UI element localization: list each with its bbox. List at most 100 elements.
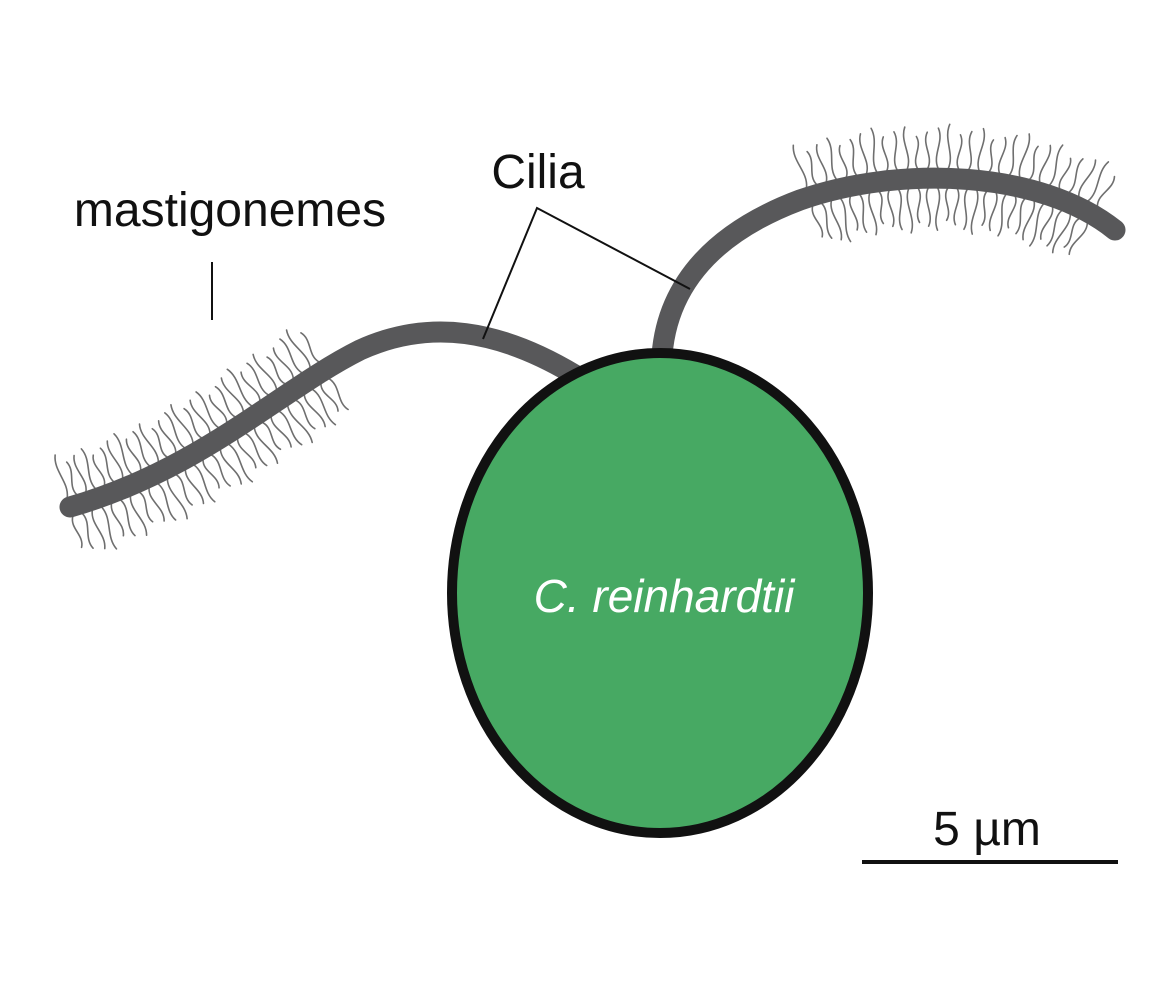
mastigoneme-hair (252, 353, 278, 391)
mastigoneme-hair (1028, 145, 1039, 181)
mastigoneme-hair (184, 469, 205, 505)
mastigoneme-hair (1051, 213, 1072, 254)
mastigoneme-hair (815, 143, 828, 183)
mastigoneme-hair (80, 448, 97, 490)
mastigoneme-hair (71, 515, 83, 549)
mastigoneme-hair (110, 503, 125, 537)
mastigoneme-hair (183, 407, 203, 439)
mastigoneme-hair (1048, 144, 1064, 186)
mastigoneme-hair (236, 438, 257, 469)
mastigoneme-hair (210, 454, 231, 487)
right-cilium (651, 167, 1126, 366)
left-mastigonemes (54, 329, 349, 550)
mastigoneme-hair (228, 443, 254, 483)
mastigoneme-hair (129, 495, 148, 536)
mastigoneme-hair (967, 130, 973, 171)
mastigoneme-hair (1040, 206, 1054, 240)
mastigoneme-hair (859, 193, 868, 233)
mastigoneme-hair (946, 123, 952, 170)
cell-label: C. reinhardtii (534, 570, 797, 622)
mastigoneme-hair (73, 454, 87, 493)
mastigoneme-hair (1068, 222, 1089, 256)
mastigoneme-hair (202, 459, 220, 489)
mastigoneme-hair (175, 474, 193, 506)
mastigoneme-hair (858, 133, 869, 175)
mastigoneme-hair (311, 388, 337, 426)
mastigoneme-hair (240, 371, 261, 402)
mastigoneme-hair (893, 131, 898, 171)
mastigoneme-hair (1007, 195, 1017, 229)
mastigoneme-hair (92, 454, 106, 486)
mastigoneme-hair (897, 188, 903, 231)
mastigoneme-hair (838, 144, 848, 178)
mastigoneme-hair (977, 127, 986, 172)
mastigoneme-hair (1087, 161, 1110, 202)
mastigoneme-hair (806, 150, 818, 186)
mastigonemes-label: mastigonemes (74, 184, 386, 237)
mastigoneme-hair (1063, 217, 1080, 248)
mastigoneme-hair (245, 432, 268, 467)
mastigoneme-hair (120, 499, 136, 537)
mastigoneme-hair (997, 193, 1007, 237)
mastigoneme-hair (65, 461, 78, 496)
mastigoneme-hair (253, 427, 279, 465)
mastigoneme-hair (132, 430, 151, 467)
mastigoneme-hair (285, 329, 311, 368)
mastigoneme-hair (266, 356, 286, 385)
mastigoneme-hair (99, 447, 115, 483)
mastigoneme-hair (1096, 175, 1116, 207)
mastigoneme-hair (195, 391, 220, 429)
mastigoneme-hair (286, 405, 314, 444)
mastigoneme-hair (138, 491, 154, 523)
mastigoneme-hair (839, 197, 852, 243)
mastigoneme-hair (1068, 158, 1084, 193)
mastigoneme-hair (170, 403, 194, 444)
mastigoneme-hair (830, 200, 843, 241)
right-mastigonemes (792, 123, 1116, 256)
mastigoneme-hair (148, 487, 165, 522)
mastigoneme-hair (54, 454, 69, 499)
mastigoneme-hair (303, 394, 326, 428)
cilia-leader-lines (482, 206, 691, 340)
mastigoneme-hair (157, 483, 177, 521)
mastigoneme-hair (848, 195, 859, 231)
mastigoneme-hair (91, 509, 106, 550)
mastigoneme-hair (981, 190, 988, 226)
mastigoneme-hair (902, 126, 910, 170)
mastigoneme-hair (320, 383, 339, 412)
mastigoneme-hair (956, 134, 963, 170)
mastigoneme-hair (81, 512, 94, 549)
mastigoneme-hair (1046, 209, 1063, 247)
mastigoneme-hair (935, 127, 941, 169)
mastigoneme-hair (1018, 133, 1031, 178)
mastigoneme-hair (914, 135, 920, 170)
mastigoneme-hair (272, 347, 295, 379)
mastigoneme-hair (261, 421, 282, 451)
mastigoneme-hair (125, 438, 142, 471)
mastigoneme-hair (906, 188, 914, 234)
mastigoneme-hair (138, 423, 160, 463)
mastigoneme-hair (1028, 203, 1045, 247)
mastigoneme-hair (988, 139, 995, 173)
mastigoneme-hair (953, 187, 960, 226)
mastigoneme-hair (219, 448, 243, 485)
mastigoneme-hair (1015, 197, 1026, 235)
cilia-label: Cilia (491, 146, 585, 199)
mastigoneme-hair (278, 410, 303, 446)
mastigoneme-hair (916, 187, 922, 224)
mastigoneme-hair (164, 412, 186, 449)
mastigoneme-hair (1038, 144, 1052, 183)
mastigoneme-hair (226, 368, 253, 407)
mastigoneme-hair (246, 362, 270, 396)
mastigoneme-hair (963, 188, 968, 231)
mastigoneme-hair (106, 440, 124, 479)
mastigoneme-hair (113, 433, 133, 475)
mastigoneme-hair (944, 187, 950, 222)
mastigoneme-hair (868, 192, 878, 236)
mastigoneme-hair (300, 332, 320, 363)
scale-bar-label: 5 µm (933, 803, 1041, 856)
mastigoneme-hair (270, 416, 292, 448)
mastigoneme-hair (189, 399, 211, 434)
mastigoneme-hair (988, 192, 998, 232)
